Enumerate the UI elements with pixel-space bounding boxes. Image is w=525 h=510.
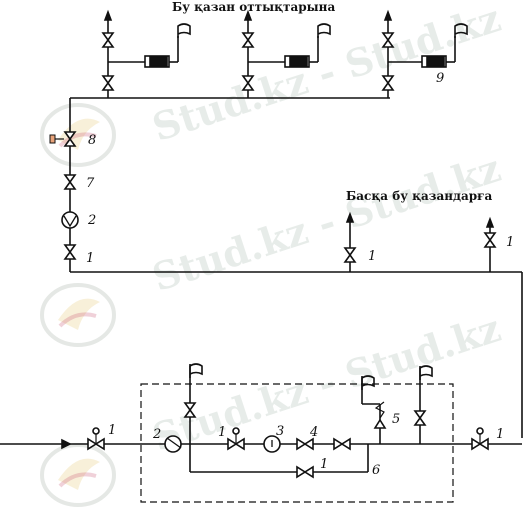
valve-1-branch-b <box>484 232 496 248</box>
label-3: 3 <box>276 424 284 439</box>
label-6: 6 <box>372 463 380 478</box>
valve-4 <box>296 438 314 450</box>
label-1-branch-b: 1 <box>506 235 514 250</box>
burner-branch <box>382 11 468 98</box>
label-7: 7 <box>86 176 95 191</box>
flowmeter-2 <box>61 211 79 229</box>
valve-1-bypass <box>296 466 314 478</box>
label-1-outlet: 1 <box>496 427 504 442</box>
label-2-top: 2 <box>87 213 96 228</box>
valve-7 <box>64 174 76 190</box>
label-2-bottom: 2 <box>152 427 161 442</box>
valve-8-tag <box>49 134 56 144</box>
valve-1-branch-a <box>344 247 356 263</box>
valve-1-riser <box>64 244 76 260</box>
valve-vent-left <box>184 402 196 418</box>
valve-vent-right <box>414 410 426 426</box>
label-8: 8 <box>88 133 96 148</box>
label-4: 4 <box>309 425 318 440</box>
side-heading: Басқа бу қазандарға <box>346 189 493 203</box>
top-heading: Бу қазан оттықтарына <box>172 0 336 14</box>
label-1-inlet: 1 <box>108 423 116 438</box>
valve-8 <box>64 131 76 147</box>
label-5: 5 <box>392 412 400 427</box>
relief-valve-5 <box>373 418 387 429</box>
label-1-box: 1 <box>218 425 226 440</box>
label-1-branch-a: 1 <box>368 249 376 264</box>
valve-shutoff <box>333 438 351 450</box>
control-unit-boundary <box>140 383 454 503</box>
burner-branch <box>102 11 191 98</box>
label-1-top: 1 <box>86 251 94 266</box>
label-9: 9 <box>436 71 444 86</box>
label-1-bypass: 1 <box>320 457 328 472</box>
burner-branch <box>242 11 331 98</box>
